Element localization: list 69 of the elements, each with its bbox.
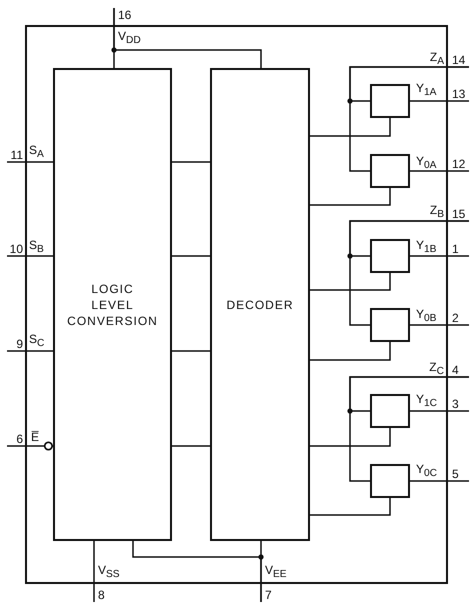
pin-number: 8 [94, 588, 112, 602]
wire [172, 445, 210, 447]
wire [349, 376, 469, 482]
pin-number: 14 [452, 53, 469, 67]
wire [349, 220, 469, 326]
pin-name: S$_{B}$ [29, 238, 44, 252]
wire [410, 410, 469, 412]
pin-number: 12 [452, 157, 469, 171]
wire [410, 480, 469, 482]
wire [172, 161, 210, 163]
pin-number: 9 [7, 337, 23, 351]
switch-box [370, 154, 410, 188]
pin-name: Y$_{0B}$ [416, 307, 436, 321]
switch-box [370, 464, 410, 498]
wire [310, 188, 391, 206]
pin-name: E̅ [31, 430, 40, 444]
pin-number: 4 [452, 363, 469, 377]
package-outline [25, 25, 448, 584]
wire [172, 255, 210, 257]
wire [349, 66, 469, 172]
pin-number: 1 [452, 242, 469, 256]
wire [7, 441, 53, 451]
pin-name: S$_{A}$ [29, 143, 44, 157]
wire [113, 8, 262, 68]
wire [172, 350, 210, 352]
wire [310, 428, 391, 447]
block-label: LOGIC LEVEL CONVERSION [67, 280, 158, 328]
wire [132, 541, 262, 602]
pin-number: 13 [452, 87, 469, 101]
wire [410, 170, 469, 172]
switch-box [370, 308, 410, 342]
wire [410, 255, 469, 257]
wire [7, 255, 53, 257]
wire [7, 350, 53, 352]
pin-name: Y$_{0C}$ [416, 462, 438, 476]
pin-name: Y$_{1C}$ [416, 392, 438, 406]
wire [410, 100, 469, 102]
switch-box [370, 84, 410, 118]
wire [310, 498, 391, 516]
block-label: DECODER [226, 296, 294, 312]
pin-name: V$_{DD}$ [118, 29, 141, 43]
pin-name: S$_{C}$ [29, 332, 44, 346]
wire [310, 342, 391, 361]
pin-name: Z$_{B}$ [430, 203, 444, 217]
wire [310, 273, 391, 291]
pin-number: 7 [261, 588, 279, 602]
pin-name: V$_{EE}$ [265, 563, 287, 577]
pin-number: 6 [7, 432, 23, 446]
logic-block [53, 68, 172, 541]
decoder-block [210, 68, 310, 541]
pin-number: 2 [452, 311, 469, 325]
switch-box [370, 394, 410, 428]
pin-number: 11 [7, 148, 23, 162]
pin-number: 16 [114, 8, 136, 22]
wire [310, 118, 391, 137]
pin-name: Y$_{0A}$ [416, 154, 436, 168]
pin-name: Z$_{C}$ [429, 360, 444, 374]
pin-name: V$_{SS}$ [98, 563, 120, 577]
switch-box [370, 239, 410, 273]
pin-name: Y$_{1A}$ [416, 81, 436, 95]
pin-number: 5 [452, 467, 469, 481]
pin-number: 15 [452, 207, 469, 221]
wire [7, 161, 53, 163]
pin-name: Y$_{1B}$ [416, 238, 436, 252]
pin-number: 3 [452, 397, 469, 411]
wire [410, 324, 469, 326]
wire [93, 541, 95, 602]
pin-number: 10 [7, 242, 23, 256]
pin-name: Z$_{A}$ [430, 50, 444, 64]
